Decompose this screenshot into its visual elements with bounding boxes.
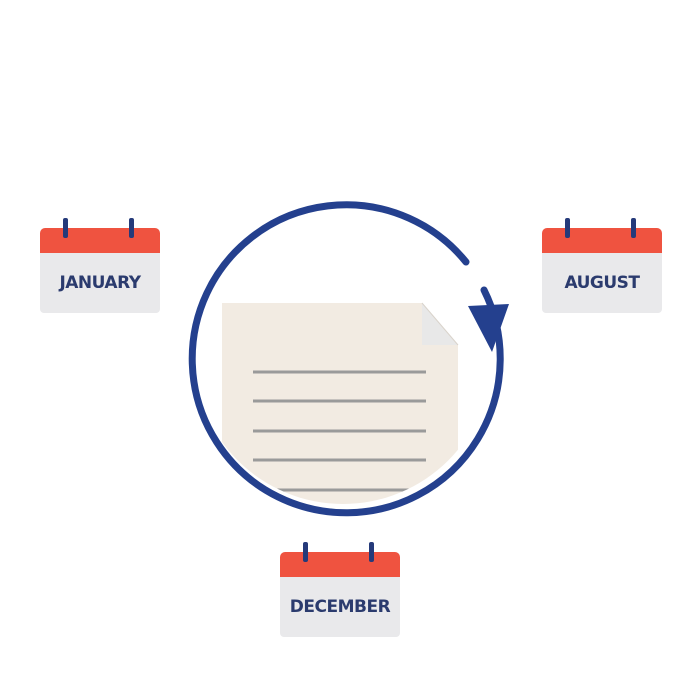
calendar-header xyxy=(280,552,400,577)
calendar-ring-icon xyxy=(369,542,374,562)
calendar-august: AUGUST xyxy=(542,218,662,313)
calendar-ring-icon xyxy=(565,218,570,238)
calendar-december: DECEMBER xyxy=(280,542,400,637)
document-paper xyxy=(222,303,458,504)
cycle-arrow-icon xyxy=(188,201,509,517)
calendar-ring-icon xyxy=(631,218,636,238)
calendar-ring-icon xyxy=(129,218,134,238)
calendar-label-january: JANUARY xyxy=(59,273,141,293)
calendar-header xyxy=(40,228,160,253)
calendar-body xyxy=(542,253,662,313)
document-fold-shadow xyxy=(421,302,459,346)
calendar-header xyxy=(542,228,662,253)
cycle-arrowhead xyxy=(468,304,509,352)
document-icon xyxy=(222,302,459,504)
calendar-body xyxy=(40,253,160,313)
calendar-label-august: AUGUST xyxy=(564,273,640,293)
calendar-label-december: DECEMBER xyxy=(289,597,391,617)
cycle-ring xyxy=(188,201,504,517)
calendar-ring-icon xyxy=(63,218,68,238)
calendar-january: JANUARY xyxy=(40,218,160,313)
calendar-ring-icon xyxy=(303,542,308,562)
calendar-body xyxy=(280,577,400,637)
